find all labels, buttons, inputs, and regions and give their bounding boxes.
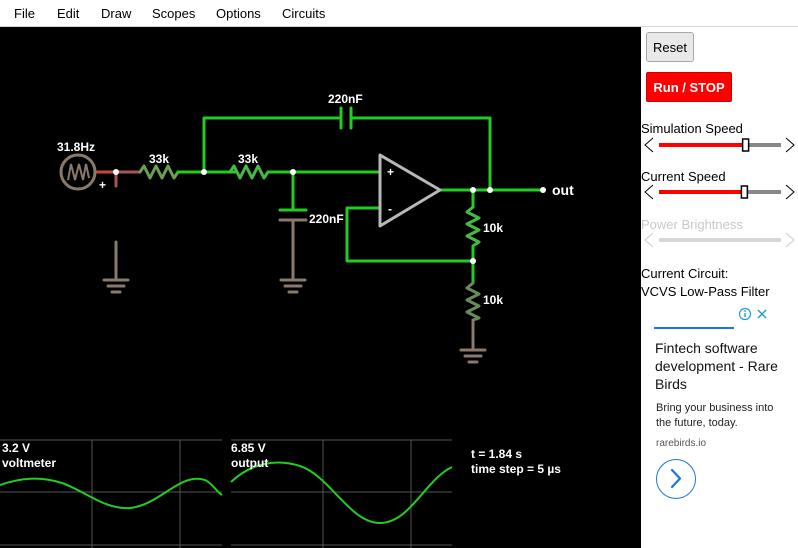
junction-dot: [487, 187, 493, 193]
wire-feedback-left[interactable]: [202, 116, 343, 174]
r1-label: 33k: [149, 152, 169, 166]
slider-thumb[interactable]: [740, 185, 749, 199]
sidebar: Reset Run / STOP Simulation Speed Curren…: [641, 27, 798, 548]
resistor-r4[interactable]: [465, 281, 481, 322]
capacitor-top-label: 220nF: [328, 92, 363, 106]
junction-dot: [290, 169, 296, 175]
ground-icon: [102, 278, 130, 294]
chevron-right-icon[interactable]: [785, 137, 795, 153]
junction-dot: [470, 258, 476, 264]
opamp-plus-label: +: [387, 165, 394, 179]
capacitor-bottom-label: 220nF: [309, 212, 344, 226]
menu-options[interactable]: Options: [216, 6, 261, 21]
junction-dot: [201, 169, 207, 175]
chevron-left-icon[interactable]: [644, 184, 654, 200]
menu-scopes[interactable]: Scopes: [152, 6, 196, 21]
wire-feedback-right[interactable]: [349, 116, 492, 192]
output-trace: [230, 461, 453, 525]
ground-icon: [279, 278, 307, 294]
current-circuit-label: Current Circuit:: [641, 266, 729, 281]
simulation-speed-slider[interactable]: [641, 136, 798, 154]
voltmeter-trace: [0, 477, 223, 510]
junction-dot: [113, 169, 119, 175]
output-value: 6.85 V: [231, 441, 266, 455]
opamp-minus-label: -: [388, 202, 392, 216]
output-terminal[interactable]: [540, 187, 546, 193]
chevron-left-icon[interactable]: [644, 137, 654, 153]
source-frequency-label: 31.8Hz: [57, 140, 95, 154]
ad-accent-line: [654, 327, 734, 329]
output-label: out: [552, 182, 574, 198]
chevron-right-icon: [785, 232, 795, 248]
power-brightness-slider: [644, 232, 795, 248]
ad-body[interactable]: Bring your business into the future, tod…: [656, 402, 774, 429]
info-icon[interactable]: [739, 307, 752, 321]
output-name: output: [231, 456, 268, 470]
current-circuit-name: VCVS Low-Pass Filter: [641, 284, 770, 299]
chevron-right-icon[interactable]: [785, 184, 795, 200]
menu-circuits[interactable]: Circuits: [282, 6, 326, 21]
current-speed-slider[interactable]: [641, 183, 798, 201]
advertisement[interactable]: Fintech software development - Rare Bird…: [651, 305, 781, 545]
scope-output[interactable]: 6.85 V output: [230, 439, 453, 548]
current-speed-label: Current Speed: [641, 169, 726, 184]
menu-file[interactable]: File: [14, 6, 35, 21]
run-stop-button[interactable]: Run / STOP: [646, 72, 732, 102]
ad-domain[interactable]: rarebirds.io: [656, 438, 707, 449]
wire-neg-feedback[interactable]: [345, 206, 475, 263]
resistor-r2[interactable]: [228, 164, 270, 180]
chevron-right-icon: [670, 468, 682, 489]
op-amp[interactable]: [378, 153, 442, 228]
menu-edit[interactable]: Edit: [57, 6, 80, 21]
power-brightness-label: Power Brightness: [641, 217, 743, 232]
ad-next-button[interactable]: [656, 459, 696, 499]
ad-badge[interactable]: [739, 307, 769, 321]
circuit-canvas[interactable]: 31.8Hz + 33k 33k 220nF 220nF 10k 10k + -…: [0, 27, 641, 548]
chevron-left-icon: [644, 232, 654, 248]
r4-label: 10k: [483, 293, 503, 307]
slider-thumb[interactable]: [741, 138, 750, 152]
resistor-r3[interactable]: [465, 205, 481, 248]
menu-bar: File Edit Draw Scopes Options Circuits: [0, 0, 798, 27]
ad-title[interactable]: Fintech software development - Rare Bird…: [655, 340, 778, 392]
simulation-time: t = 1.84 s: [471, 447, 522, 461]
scope-voltmeter[interactable]: 3.2 V voltmeter: [0, 439, 223, 548]
ac-source[interactable]: [59, 153, 97, 191]
circuit-schematic[interactable]: 31.8Hz + 33k 33k 220nF 220nF 10k 10k + -…: [0, 27, 641, 548]
source-polarity-label: +: [99, 178, 106, 192]
r3-label: 10k: [483, 221, 503, 235]
ground-icon: [459, 348, 487, 364]
voltmeter-name: voltmeter: [2, 456, 56, 470]
simulation-time-step: time step = 5 µs: [471, 462, 561, 476]
reset-button[interactable]: Reset: [646, 32, 694, 62]
voltmeter-value: 3.2 V: [2, 441, 30, 455]
menu-draw[interactable]: Draw: [101, 6, 132, 21]
resistor-r1[interactable]: [138, 164, 180, 180]
simulation-speed-label: Simulation Speed: [641, 121, 743, 136]
junction-dot: [470, 187, 476, 193]
close-icon[interactable]: [757, 309, 767, 319]
r2-label: 33k: [238, 152, 258, 166]
